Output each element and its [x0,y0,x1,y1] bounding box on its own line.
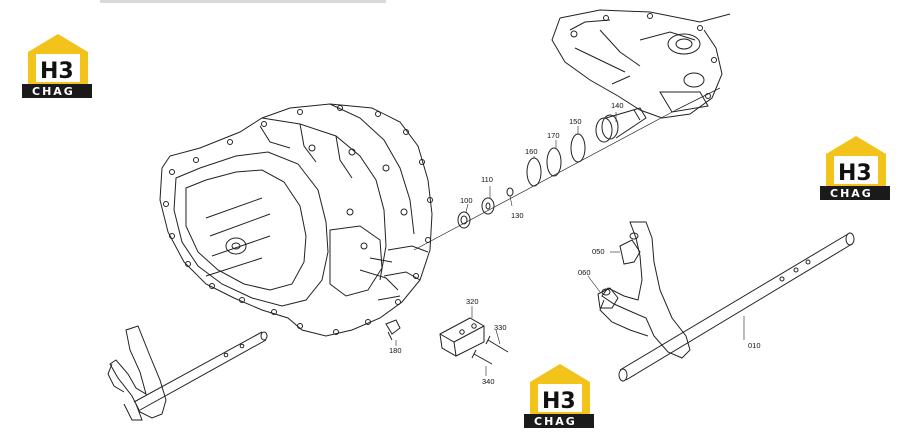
logo-h3-text: H3 [542,389,576,414]
fork-pad-050 [619,232,641,265]
label-010: 010 [748,341,761,350]
label-050: 050 [592,247,605,256]
washer-part-110 [481,197,495,215]
oring-part-170 [546,147,562,177]
label-180: 180 [389,346,402,355]
right-shift-fork-drawing [599,221,855,382]
transmission-housing-drawing [159,103,433,337]
label-150: 150 [569,117,582,126]
label-170: 170 [547,131,560,140]
logo-h3-text: H3 [40,59,74,84]
oring-part-150 [570,133,586,163]
bolt-part-340 [471,349,493,365]
logo-brand-text: CHAG [32,85,75,98]
bolt-part-330 [485,335,509,353]
logo-h3-text: H3 [838,161,872,186]
seal-part-100 [457,211,471,229]
watermark-logo-right: H3 CHAG [820,136,890,200]
watermark-logo-bottom: H3 CHAG [524,364,594,428]
leader-lines [395,112,745,376]
fork-pad-060 [597,287,619,309]
logo-brand-text: CHAG [534,415,577,428]
label-330: 330 [494,323,507,332]
rear-housing-drawing [551,9,731,119]
bracket-part-320 [439,317,485,357]
label-140: 140 [611,101,624,110]
label-340: 340 [482,377,495,386]
logo-brand-text: CHAG [830,187,873,200]
watermark-logo-top-left: H3 CHAG [22,34,92,98]
sleeve-part-140 [595,107,647,143]
label-160: 160 [525,147,538,156]
left-shift-fork-drawing [107,325,268,421]
ring-part-130 [506,187,514,197]
oring-part-160 [526,157,542,187]
label-320: 320 [466,297,479,306]
label-130: 130 [511,211,524,220]
top-frame-edge [100,0,386,3]
label-110: 110 [481,175,493,184]
assembly-axis [413,87,721,251]
plug-part-180 [385,319,401,341]
label-100: 100 [460,196,473,205]
label-060: 060 [578,268,591,277]
